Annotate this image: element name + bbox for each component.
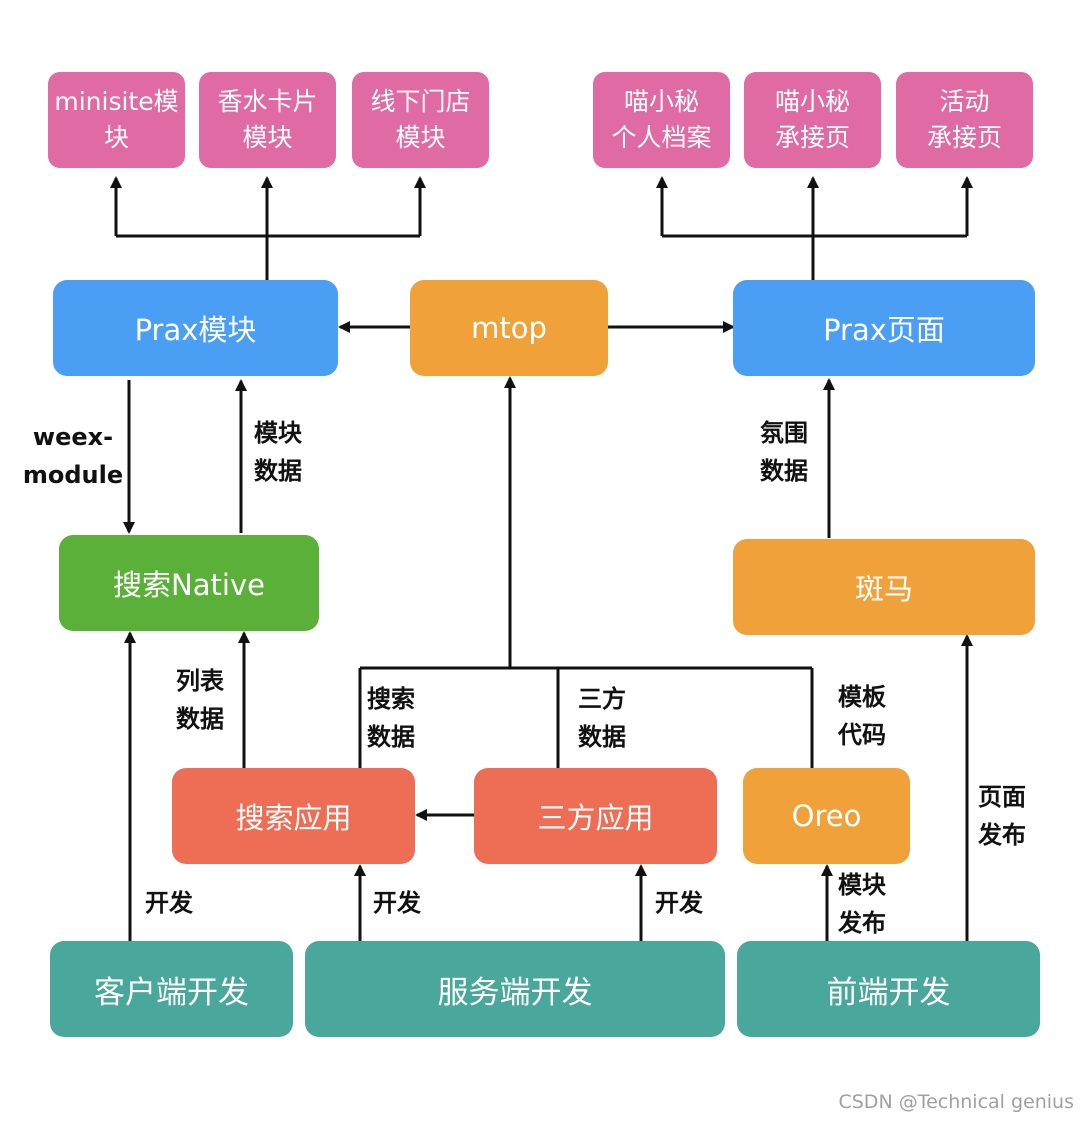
node-third-party-app: 三方应用: [474, 768, 717, 864]
node-minisite-module: minisite模 块: [48, 72, 185, 168]
node-client-dev: 客户端开发: [50, 941, 293, 1037]
label-dev-third: 开发: [655, 889, 703, 917]
node-activity-landing: 活动 承接页: [896, 72, 1033, 168]
node-miao-profile: 喵小秘 个人档案: [593, 72, 730, 168]
label-dev-client: 开发: [145, 889, 193, 917]
label-page-publish: 页面 发布: [978, 783, 1026, 849]
label-atmosphere-data: 氛围 数据: [760, 419, 808, 485]
node-miao-landing: 喵小秘 承接页: [744, 72, 881, 168]
label-dev-server: 开发: [373, 889, 421, 917]
node-offline-store-module: 线下门店 模块: [352, 72, 489, 168]
node-server-dev: 服务端开发: [305, 941, 725, 1037]
watermark: CSDN @Technical genius: [838, 1091, 1074, 1113]
node-oreo: Oreo: [743, 768, 910, 864]
label-list-data: 列表 数据: [176, 667, 224, 733]
label-search-data: 搜索 数据: [367, 685, 415, 751]
label-template-code: 模板 代码: [838, 683, 886, 749]
node-prax-page: Prax页面: [733, 280, 1035, 376]
label-module-publish: 模块 发布: [838, 871, 886, 937]
label-module-data: 模块 数据: [254, 419, 302, 485]
node-frontend-dev: 前端开发: [737, 941, 1040, 1037]
node-search-native: 搜索Native: [59, 535, 319, 631]
node-zebra: 斑马: [733, 539, 1035, 635]
node-prax-module: Prax模块: [53, 280, 338, 376]
label-weex-module: weex- module: [22, 423, 124, 489]
node-xiangshui-card-module: 香水卡片 模块: [199, 72, 336, 168]
node-search-app: 搜索应用: [172, 768, 415, 864]
node-mtop: mtop: [410, 280, 608, 376]
label-third-data: 三方 数据: [578, 685, 626, 751]
